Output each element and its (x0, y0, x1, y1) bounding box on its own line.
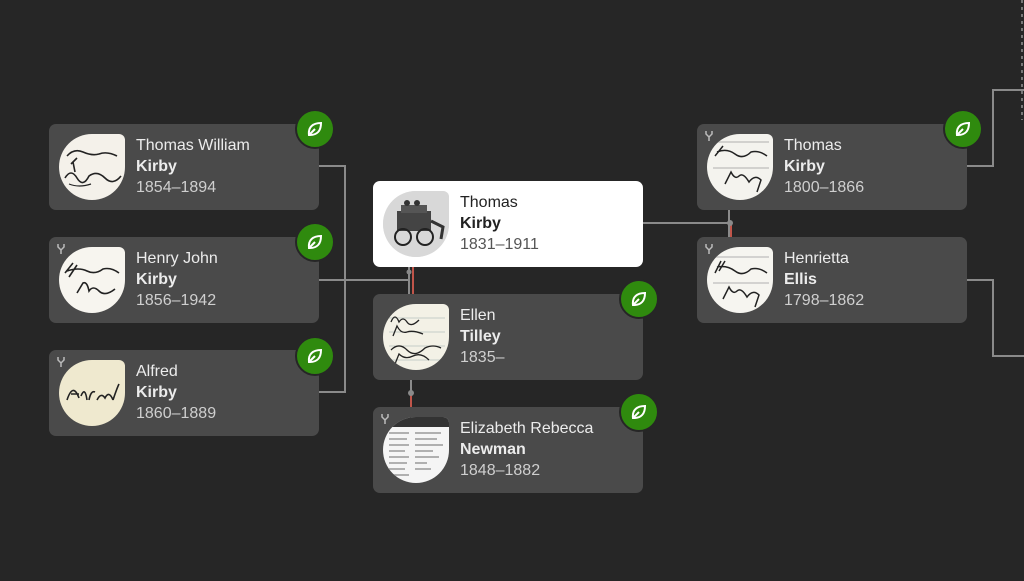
life-dates: 1835– (460, 349, 505, 366)
hint-leaf-icon[interactable] (943, 109, 983, 149)
hint-leaf-icon[interactable] (295, 222, 335, 262)
given-name: Henrietta (784, 250, 849, 267)
handwriting-image (66, 383, 120, 401)
hint-leaf-icon[interactable] (619, 279, 659, 319)
surname: Kirby (460, 215, 501, 232)
branch-icon (381, 414, 389, 424)
person-photo (707, 134, 773, 200)
surname: Kirby (136, 384, 177, 401)
surname: Ellis (784, 271, 817, 288)
scroll-edge-indicator (1021, 0, 1023, 120)
given-name: Elizabeth Rebecca (460, 420, 594, 437)
handwriting-image (389, 316, 445, 365)
branch-icon (705, 244, 713, 254)
life-dates: 1854–1894 (136, 179, 217, 196)
hint-leaf-icon[interactable] (619, 392, 659, 432)
person-card-alfred-kirby[interactable]: Alfred Kirby 1860–1889 (49, 350, 319, 436)
person-card-thomas-william-kirby[interactable]: Thomas William Kirby 1854–1894 (49, 124, 319, 210)
person-card-elizabeth-rebecca-newman[interactable]: Elizabeth Rebecca Newman 1848–1882 (373, 407, 643, 493)
surname: Kirby (136, 271, 177, 288)
branch-icon (57, 244, 65, 254)
person-photo (59, 360, 125, 426)
person-photo (59, 134, 125, 200)
hint-leaf-icon[interactable] (295, 336, 335, 376)
person-card-thomas-kirby-focus[interactable]: Thomas Kirby 1831–1911 (373, 181, 643, 267)
record-document-image (383, 417, 449, 476)
person-card-henrietta-ellis[interactable]: Henrietta Ellis 1798–1862 (697, 237, 967, 323)
given-name: Alfred (136, 363, 178, 380)
person-photo (707, 247, 773, 313)
life-dates: 1856–1942 (136, 292, 217, 309)
person-photo (383, 191, 449, 257)
handwriting-image (713, 141, 769, 193)
person-card-ellen-tilley[interactable]: Ellen Tilley 1835– (373, 294, 643, 380)
handwriting-image (64, 262, 120, 295)
life-dates: 1800–1866 (784, 179, 865, 196)
person-card-thomas-kirby-father[interactable]: Thomas Kirby 1800–1866 (697, 124, 967, 210)
life-dates: 1848–1882 (460, 462, 541, 479)
given-name: Thomas (784, 137, 842, 154)
hint-leaf-icon[interactable] (295, 109, 335, 149)
person-photo (383, 417, 449, 483)
branch-icon (705, 131, 713, 141)
person-card-henry-john-kirby[interactable]: Henry John Kirby 1856–1942 (49, 237, 319, 323)
handwriting-image (64, 149, 122, 187)
life-dates: 1860–1889 (136, 405, 217, 422)
handwriting-image (713, 256, 769, 308)
stagecoach-image (383, 191, 449, 257)
given-name: Thomas (460, 194, 518, 211)
given-name: Thomas William (136, 137, 250, 154)
life-dates: 1831–1911 (460, 236, 539, 253)
surname: Tilley (460, 328, 501, 345)
branch-icon (57, 357, 65, 367)
given-name: Ellen (460, 307, 496, 324)
surname: Newman (460, 441, 526, 458)
surname: Kirby (136, 158, 177, 175)
surname: Kirby (784, 158, 825, 175)
life-dates: 1798–1862 (784, 292, 865, 309)
person-photo (59, 247, 125, 313)
given-name: Henry John (136, 250, 218, 267)
person-photo (383, 304, 449, 370)
